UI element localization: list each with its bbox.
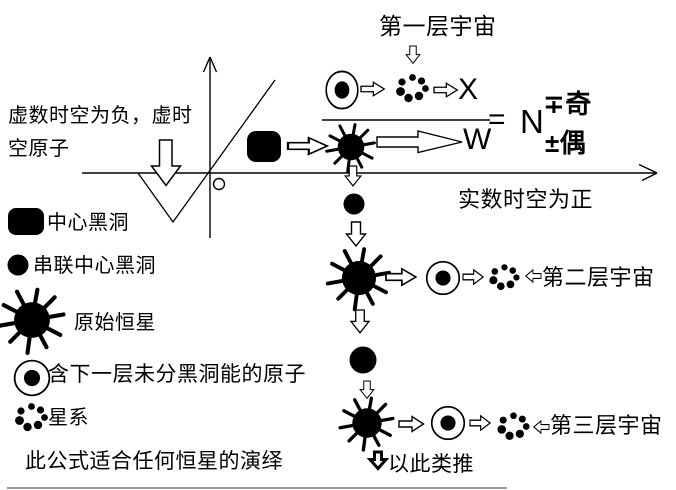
galaxy-icon — [489, 264, 520, 291]
flow-right-arrow-icon — [469, 415, 491, 431]
primordial-star-icon — [325, 123, 376, 173]
legend-label-central-black-hole: 中心黑洞 — [47, 212, 129, 234]
primordial-star-icon — [0, 290, 63, 353]
formula-equals: = — [488, 103, 507, 136]
second-universe-label: 第二层宇宙 — [542, 265, 655, 290]
x-axis — [82, 163, 658, 182]
y-axis — [202, 56, 218, 238]
flow-right-arrow-icon — [433, 82, 458, 98]
third-universe-label: 第三层宇宙 — [550, 413, 663, 438]
serial-central-black-hole-icon — [7, 254, 29, 276]
imaginary-spacetime-label: 虚数时空为负，虚时空原子 — [8, 105, 193, 160]
flow-left-arrow-icon — [525, 269, 542, 283]
imaginary-region-down-arrow-icon — [150, 139, 182, 187]
galaxy-icon — [15, 403, 48, 432]
label-down-arrow-icon — [405, 45, 421, 64]
formula-superscript-odd: ∓奇 — [543, 89, 592, 119]
legend-label-primordial-star: 原始恒星 — [74, 312, 156, 334]
galaxy-icon — [396, 74, 429, 103]
formula-subscript-even: ±偶 — [545, 128, 587, 158]
legend-footnote: 此公式适合任何恒星的演绎 — [25, 450, 283, 473]
bold-down-arrow-icon — [366, 450, 390, 471]
chain-down-arrow-icon — [345, 221, 367, 247]
first-universe-label: 第一层宇宙 — [379, 13, 497, 39]
atom-undivided-energy-icon — [13, 359, 51, 397]
primordial-star-icon — [325, 247, 391, 312]
real-spacetime-label: 实数时空为正 — [458, 187, 594, 212]
flow-right-arrow-icon — [385, 267, 417, 287]
flow-right-arrow-icon — [360, 81, 385, 97]
formula-base-n: N — [520, 103, 545, 140]
chain-down-arrow-icon — [359, 380, 375, 399]
checkmark-curve — [137, 79, 276, 224]
galaxy-icon — [497, 412, 530, 440]
legend-label-atom: 含下一层未分黑洞能的原子 — [48, 363, 306, 386]
atom-undivided-energy-icon — [325, 70, 359, 110]
central-black-hole-icon — [8, 208, 44, 235]
legend-label-galaxy: 星系 — [48, 407, 89, 429]
long-right-arrow-icon — [376, 130, 463, 154]
atom-undivided-energy-icon — [425, 260, 461, 296]
and-so-on-label: 以此类推 — [388, 453, 474, 476]
primordial-star-icon — [338, 396, 395, 452]
formula-numerator: X — [458, 73, 479, 106]
canvas-bottom-edge — [7, 487, 507, 489]
flow-right-arrow-icon — [286, 136, 329, 156]
central-black-hole-icon — [247, 131, 281, 162]
legend-label-serial-black-hole: 串联中心黑洞 — [33, 255, 156, 277]
formula-denominator: W — [463, 123, 492, 156]
atom-undivided-energy-icon — [430, 405, 466, 441]
flow-right-arrow-icon — [398, 415, 425, 433]
flow-left-arrow-icon — [533, 420, 550, 434]
serial-central-black-hole-icon — [343, 193, 365, 215]
serial-central-black-hole-icon — [349, 346, 377, 374]
origin-circle — [212, 177, 226, 191]
flow-right-arrow-icon — [462, 269, 484, 285]
chain-down-arrow-icon — [350, 309, 370, 334]
